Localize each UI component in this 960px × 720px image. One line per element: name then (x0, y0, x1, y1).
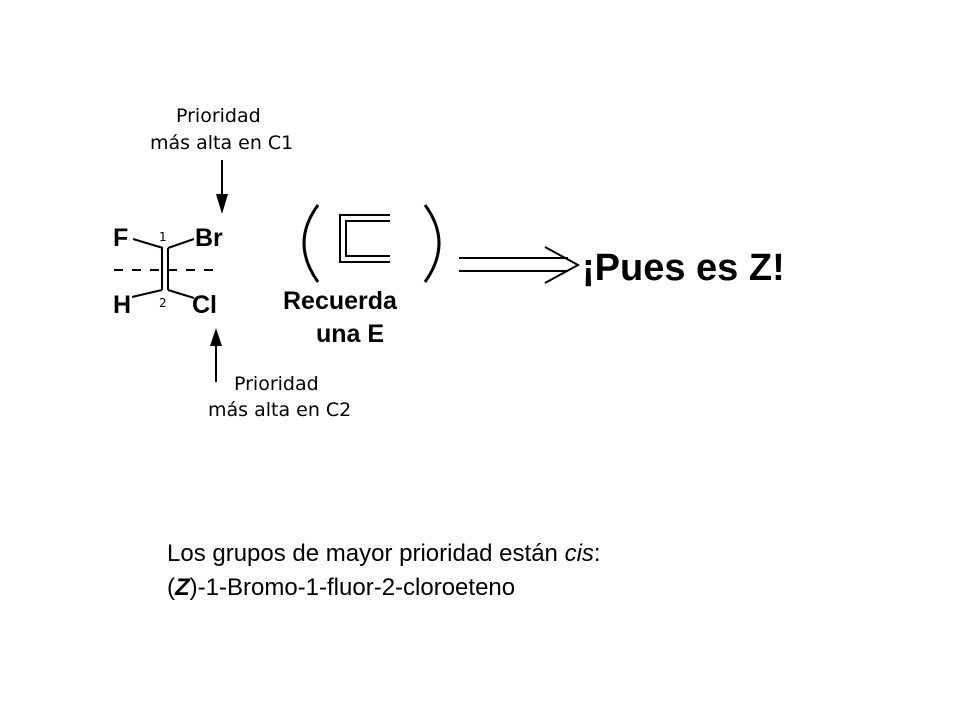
conclusion-text: ¡Pues es Z! (582, 247, 785, 289)
bond-c2-cl (167, 289, 195, 299)
bond-c2-h (131, 289, 163, 298)
bond-c1-br (167, 238, 195, 249)
reminder-text: Recuerda una E (283, 287, 398, 348)
arrow-up-to-cl (210, 328, 222, 382)
implication-arrow (459, 246, 581, 284)
caption-line-1: Los grupos de mayor prioridad están cis: (167, 537, 601, 571)
left-parenthesis (302, 204, 320, 283)
carbon-1-number: 1 (159, 230, 167, 244)
caption-cis: cis (564, 540, 594, 567)
bottom-priority-note: Prioridad más alta en C2 (208, 373, 351, 421)
top-priority-note: Prioridad más alta en C1 (150, 105, 293, 154)
atom-cl: Cl (192, 291, 217, 319)
molecule: F Br H Cl 1 2 (113, 224, 223, 319)
top-note-line-1: Prioridad (176, 105, 261, 127)
reminder-line-2: una E (316, 320, 384, 348)
caption-z: Z (175, 574, 190, 601)
bottom-note-line-2: más alta en C2 (208, 399, 351, 421)
bond-c1-f (132, 238, 164, 249)
caption-line-2: (Z)-1-Bromo-1-fluor-2-cloroeteno (167, 571, 601, 605)
caption-line-1-end: : (593, 540, 601, 567)
reminder-line-1: Recuerda (283, 287, 398, 315)
caption: Los grupos de mayor prioridad están cis:… (167, 537, 601, 605)
bottom-note-line-1: Prioridad (234, 373, 319, 395)
right-parenthesis (423, 204, 441, 283)
atom-br: Br (195, 224, 223, 252)
carbon-2-number: 2 (159, 296, 167, 310)
atom-h: H (113, 291, 131, 319)
caption-line-1-text: Los grupos de mayor prioridad están (167, 540, 565, 567)
reminder-e-shape (302, 204, 441, 283)
top-note-line-2: más alta en C1 (150, 132, 293, 154)
caption-open-paren: ( (167, 574, 175, 601)
caption-compound-name: )-1-Bromo-1-fluor-2-cloroeteno (189, 574, 516, 601)
arrow-down-to-br (216, 160, 228, 214)
atom-f: F (113, 224, 128, 252)
